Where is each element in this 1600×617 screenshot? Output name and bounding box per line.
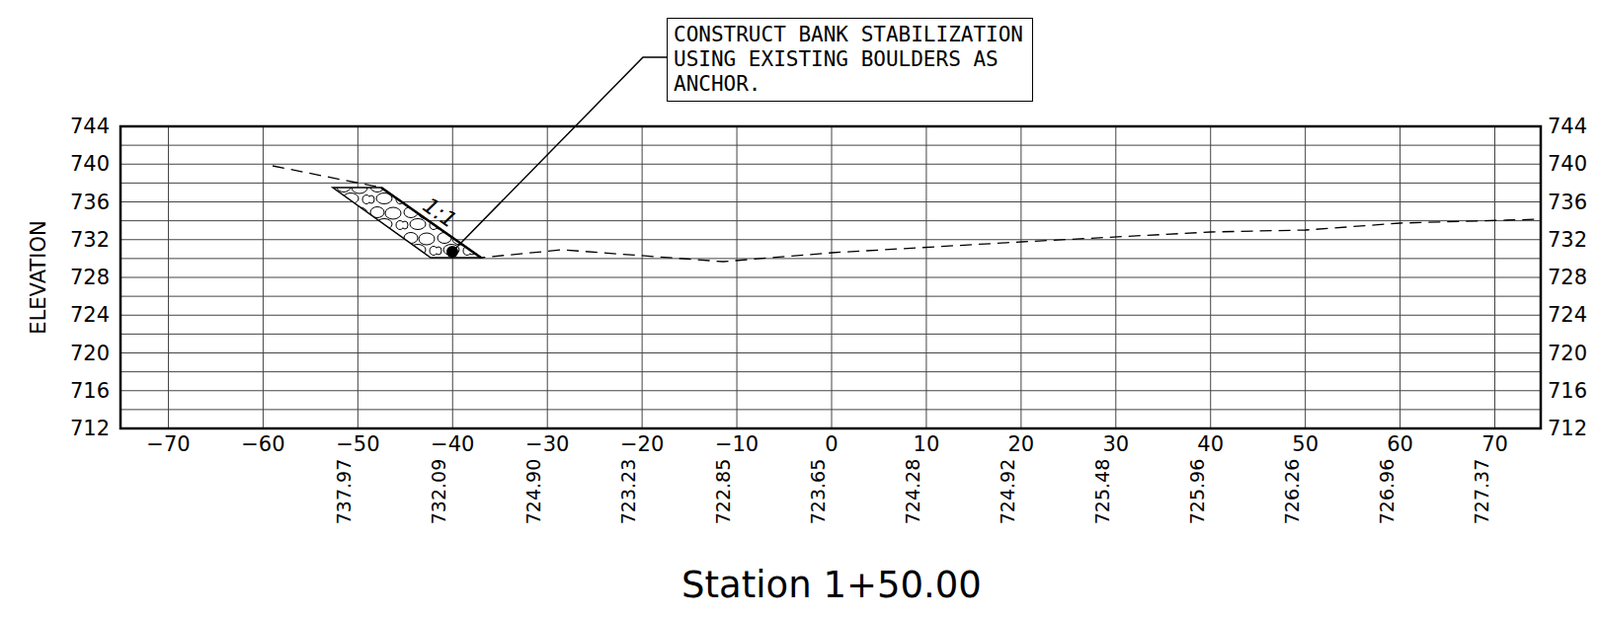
station-tick-label: 10 (913, 434, 941, 456)
elevation-tick-label: 720 (1547, 342, 1588, 364)
station-tick-label: −70 (146, 434, 190, 456)
station-tick-label: −50 (335, 434, 380, 456)
station-tick-label: 0 (824, 434, 838, 456)
ground-elevation-value: 724.28 (902, 459, 922, 525)
ground-elevation-value: 732.09 (429, 459, 449, 525)
elevation-tick-label: 744 (70, 116, 110, 138)
ground-elevation-value: 723.65 (808, 459, 828, 525)
ground-elevation-value: 725.48 (1092, 459, 1112, 525)
ground-elevation-value: 724.92 (997, 459, 1017, 525)
elevation-tick-label: 716 (70, 380, 110, 401)
ground-elevation-value: 726.96 (1376, 459, 1396, 525)
elevation-tick-label: 724 (70, 305, 110, 326)
plot-frame (120, 126, 1541, 429)
elevation-tick-label: 732 (70, 229, 110, 250)
station-tick-label: 70 (1481, 434, 1509, 456)
station-tick-label: 20 (1007, 434, 1035, 456)
existing-ground-line (272, 165, 1541, 262)
elevation-tick-label: 712 (1547, 418, 1588, 440)
anchor-dot (446, 245, 459, 258)
ground-elevation-value: 722.85 (714, 459, 733, 525)
elevation-tick-label: 740 (70, 154, 110, 175)
station-tick-label: −10 (715, 434, 759, 456)
station-tick-label: −30 (525, 434, 569, 456)
station-tick-label: 30 (1102, 434, 1129, 456)
elevation-tick-label: 728 (70, 267, 110, 289)
station-tick-label: 40 (1197, 434, 1224, 456)
station-tick-label: −20 (620, 434, 664, 456)
elevation-tick-label: 716 (1547, 380, 1588, 401)
slope-face (381, 187, 481, 258)
elevation-tick-label: 736 (70, 191, 110, 213)
station-tick-label: −60 (240, 434, 285, 456)
section-caption: Station 1+50.00 (681, 566, 982, 604)
station-tick-label: −40 (430, 434, 475, 456)
elevation-tick-label: 736 (1547, 191, 1588, 213)
elevation-tick-label: 720 (70, 342, 110, 364)
ground-elevation-value: 727.37 (1471, 459, 1491, 525)
elevation-tick-label: 728 (1547, 267, 1588, 289)
station-tick-label: 50 (1291, 434, 1319, 456)
elevation-tick-label: 724 (1547, 305, 1588, 326)
station-tick-label: 60 (1386, 434, 1414, 456)
ground-elevation-value: 723.23 (619, 459, 639, 525)
ground-elevation-value: 725.96 (1187, 459, 1206, 525)
leader-line (452, 57, 667, 252)
grid-lines (120, 126, 1541, 429)
ground-elevation-value: 737.97 (334, 459, 354, 525)
elevation-tick-label: 732 (1547, 229, 1588, 250)
elevation-tick-label: 740 (1547, 154, 1588, 175)
elevation-tick-label: 712 (70, 418, 110, 440)
riprap-boulders (325, 182, 489, 262)
callout-box: CONSTRUCT BANK STABILIZATION USING EXIST… (666, 17, 1034, 102)
bank-stabilization-outline (332, 187, 481, 258)
axis-title: ELEVATION (28, 220, 50, 334)
callout-text: CONSTRUCT BANK STABILIZATION USING EXIST… (673, 22, 1027, 97)
ground-elevation-value: 724.90 (524, 459, 544, 525)
elevation-tick-label: 744 (1547, 116, 1588, 138)
ground-elevation-value: 726.26 (1281, 459, 1301, 525)
